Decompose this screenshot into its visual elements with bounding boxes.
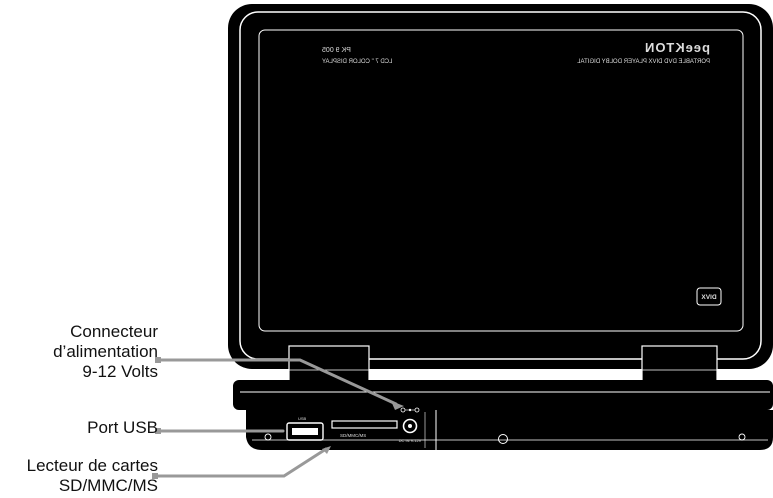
callout-card-reader: Lecteur de cartes SD/MMC/MS [27, 456, 158, 496]
player-lid [228, 4, 773, 369]
callout-power-line-3: 9-12 Volts [82, 362, 158, 381]
leader-power [158, 358, 398, 406]
lid-outer [228, 4, 773, 369]
brand-logo-text: peeKTON [644, 40, 710, 55]
card-slot: SD/MMC/MS [331, 420, 398, 438]
front-panel [246, 410, 773, 450]
disc-eject-hole [498, 434, 508, 444]
divx-logo: DIVX [696, 287, 722, 306]
callout-usb-line-1: Port USB [87, 418, 158, 437]
description-text: PORTABLE DVD DIVX PLAYER DOLBY DIGITAL [577, 59, 710, 65]
leader-lines [153, 358, 398, 478]
callout-usb-port: Port USB [87, 418, 158, 438]
leader-card [153, 447, 328, 478]
model-text: PK 9 005 [322, 47, 351, 54]
callout-power-line-2: d’alimentation [53, 342, 158, 361]
screen-frame [258, 29, 744, 332]
dc-in-label: DC IN 9-12V [399, 438, 422, 443]
usb-port: USB [286, 416, 324, 441]
usb-port-label: USB [298, 416, 307, 421]
lid-printed-text: peeKTON PORTABLE DVD DIVX PLAYER DOLBY D… [322, 40, 710, 65]
lid-bezel [239, 11, 762, 360]
callout-power-connector: Connecteur d’alimentation 9-12 Volts [53, 322, 158, 382]
card-slot-label: SD/MMC/MS [340, 433, 366, 438]
dc-in-jack: DC IN 9-12V [399, 407, 422, 443]
callout-card-line-2: SD/MMC/MS [58, 476, 158, 495]
base-top [233, 380, 773, 410]
display-text: LCD 7 " COLOR DISPLAY [322, 59, 392, 65]
callout-power-line-1: Connecteur [70, 322, 158, 341]
callout-card-line-1: Lecteur de cartes [26, 456, 158, 475]
divx-logo-text: DIVX [701, 294, 717, 301]
leader-endpoints [152, 357, 404, 479]
player-base [233, 380, 773, 450]
